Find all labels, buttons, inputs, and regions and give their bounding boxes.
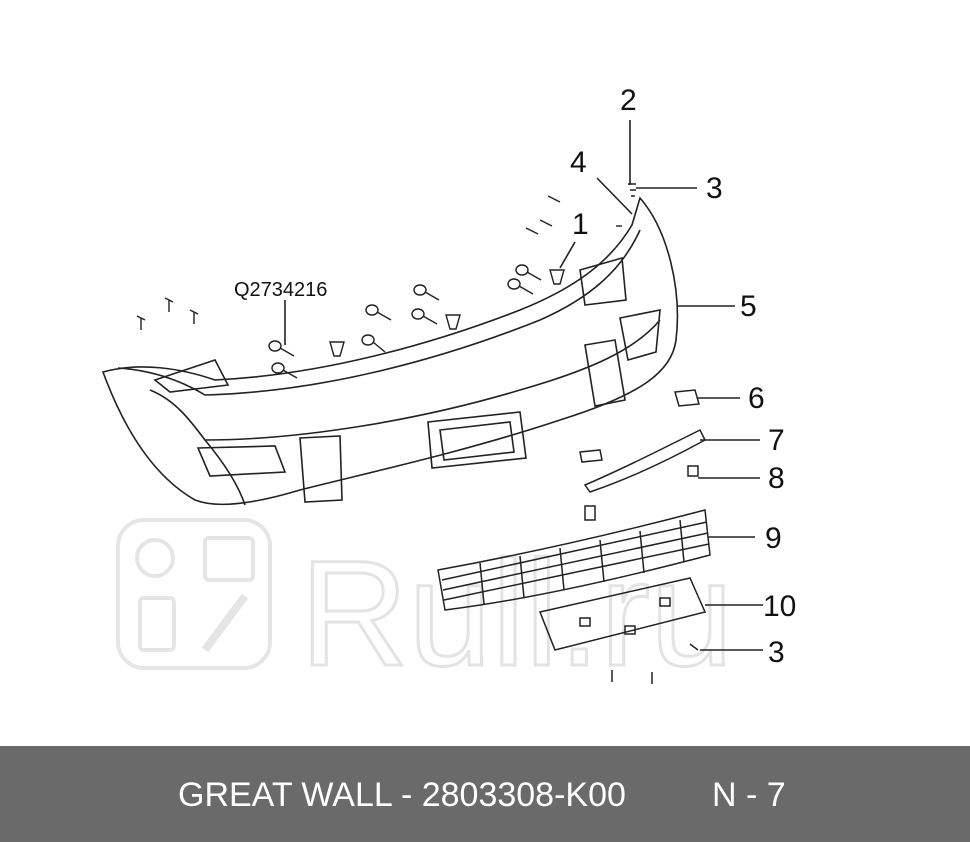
bumper-cover: [101, 196, 679, 506]
part-8-clip: [687, 465, 699, 477]
watermark-oil-can-icon: [138, 596, 176, 652]
bumper-exploded-diagram: Rull.ru: [101, 84, 796, 699]
callout-1: 1: [572, 208, 589, 241]
part-6-sensor: [674, 389, 700, 407]
footer-page-ref: N - 7: [712, 776, 786, 814]
part-9-grille: [437, 509, 711, 611]
watermark-shock-absorber-icon: [201, 593, 249, 653]
callout-labels: 2 4 3 1 5 6 7 8 9 10 3 Q2734216: [234, 84, 796, 669]
callout-6: 6: [748, 382, 765, 415]
callout-5: 5: [740, 290, 757, 323]
callout-8: 8: [768, 462, 785, 495]
part-7-bracket: [583, 428, 706, 493]
bottom-screws: [611, 643, 699, 684]
footer-bar: GREAT WALL - 2803308-K00 N - 7: [0, 746, 970, 842]
callout-9: 9: [765, 522, 782, 555]
callout-4: 4: [570, 146, 587, 179]
part-code-label: Q2734216: [234, 279, 327, 301]
clip-group-center: [329, 269, 565, 357]
bolt-group-center: [361, 284, 440, 353]
callout-7: 7: [768, 424, 785, 457]
fasteners: [136, 183, 636, 379]
watermark: Rull.ru: [116, 518, 735, 699]
callout-3-top: 3: [706, 172, 723, 205]
watermark-door-icon: [203, 536, 255, 582]
callout-2: 2: [620, 84, 637, 117]
leader-lines: [284, 120, 763, 651]
callout-10: 10: [763, 590, 796, 623]
part-10-plate-holder: [538, 577, 707, 651]
watermark-text: Rull.ru: [300, 529, 733, 697]
washer-stack: [628, 183, 636, 197]
watermark-logo-frame: [116, 518, 272, 670]
footer-part-info: GREAT WALL - 2803308-K00: [178, 776, 626, 814]
callout-3-bottom: 3: [768, 636, 785, 669]
watermark-headlight-icon: [135, 538, 175, 578]
bolt-group-q2734216: [268, 340, 298, 379]
bolt-group-right: [507, 195, 622, 295]
screw-group-left: [136, 297, 199, 330]
